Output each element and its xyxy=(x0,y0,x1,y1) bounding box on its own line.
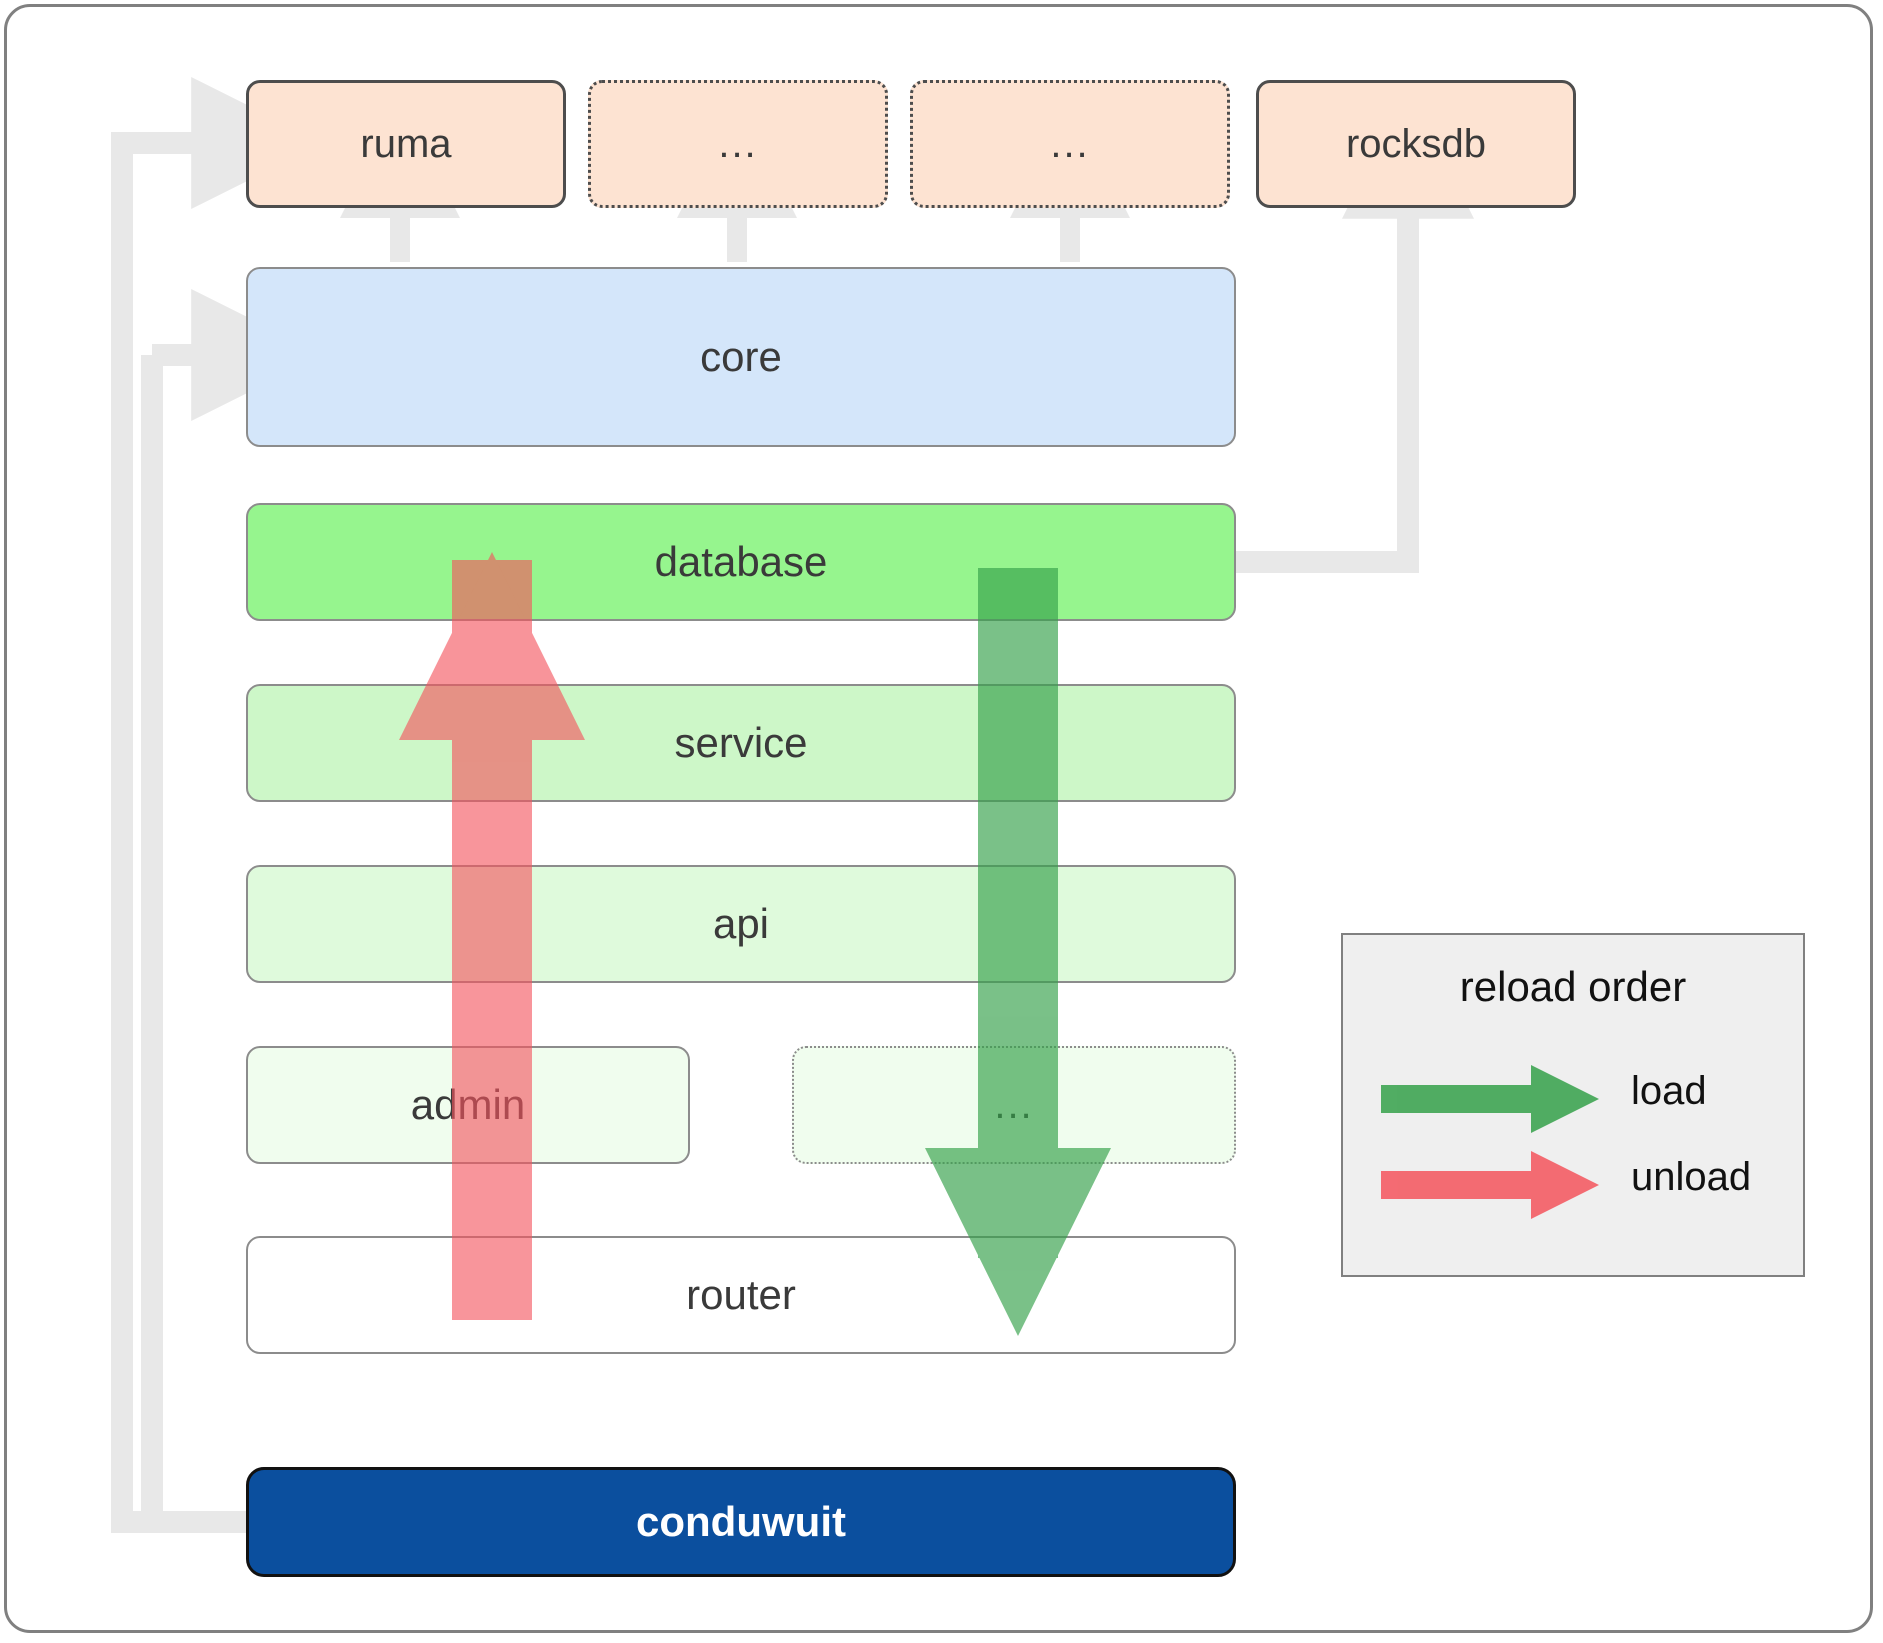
node-router-label: router xyxy=(686,1271,796,1318)
node-core[interactable]: core xyxy=(246,267,1236,447)
node-database[interactable]: database xyxy=(246,503,1236,621)
node-layer-placeholder-label: ... xyxy=(994,1082,1034,1127)
node-dep-placeholder-1-label: ... xyxy=(718,121,758,166)
legend-item-unload: unload xyxy=(1343,1145,1803,1225)
node-router[interactable]: router xyxy=(246,1236,1236,1354)
node-conduwuit[interactable]: conduwuit xyxy=(246,1467,1236,1577)
legend-reload-order: reload order load unload xyxy=(1341,933,1805,1277)
node-rocksdb[interactable]: rocksdb xyxy=(1256,80,1576,208)
node-ruma[interactable]: ruma xyxy=(246,80,566,208)
node-database-label: database xyxy=(654,538,828,585)
node-dep-placeholder-2-label: ... xyxy=(1050,121,1090,166)
node-layer-placeholder[interactable]: ... xyxy=(792,1046,1236,1164)
node-api[interactable]: api xyxy=(246,865,1236,983)
node-dep-placeholder-1[interactable]: ... xyxy=(588,80,888,208)
node-core-label: core xyxy=(700,333,782,380)
node-api-label: api xyxy=(712,900,770,947)
legend-title: reload order xyxy=(1459,963,1687,1010)
node-ruma-label: ruma xyxy=(360,121,452,166)
load-arrow-icon xyxy=(1381,1065,1599,1133)
legend-item-unload-label: unload xyxy=(1631,1155,1752,1199)
node-service[interactable]: service xyxy=(246,684,1236,802)
node-dep-placeholder-2[interactable]: ... xyxy=(910,80,1230,208)
node-admin[interactable]: admin xyxy=(246,1046,690,1164)
node-admin-label: admin xyxy=(410,1081,526,1128)
diagram-frame xyxy=(4,4,1873,1633)
node-rocksdb-label: rocksdb xyxy=(1345,121,1487,166)
unload-arrow-icon xyxy=(1381,1151,1599,1219)
legend-item-load: load xyxy=(1343,1059,1803,1139)
node-service-label: service xyxy=(674,719,808,766)
legend-item-load-label: load xyxy=(1631,1069,1707,1113)
node-conduwuit-label: conduwuit xyxy=(636,1498,846,1545)
